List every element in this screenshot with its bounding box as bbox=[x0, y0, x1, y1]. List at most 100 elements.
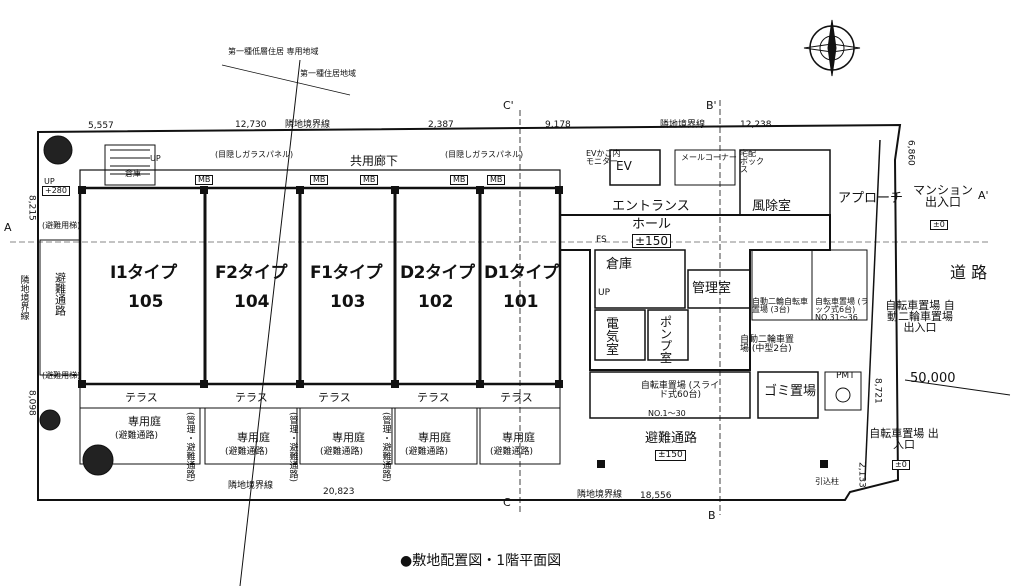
unit-105-type: I1タイプ bbox=[110, 263, 177, 283]
glass-panel-label: (目隠しガラスパネル) bbox=[215, 150, 294, 159]
up-label-stair: UP bbox=[598, 288, 611, 298]
private-garden-note: (避難通路) bbox=[320, 447, 364, 457]
left-evac-path bbox=[39, 239, 81, 376]
unit-103-type: F1タイプ bbox=[310, 263, 382, 283]
section-mark: B bbox=[708, 509, 716, 522]
unit-103-number: 103 bbox=[330, 292, 366, 312]
corridor bbox=[79, 169, 561, 189]
dim-bottom: 18,556 bbox=[640, 491, 672, 501]
mb-label: MB bbox=[360, 175, 379, 185]
dim-right: 2,133 bbox=[856, 462, 867, 488]
section-mark: B' bbox=[706, 99, 717, 112]
ev-monitor-label: EVかご内 モニター bbox=[586, 149, 621, 166]
unit-101-number: 101 bbox=[503, 292, 539, 312]
zone1-label: 第一種低層住居 専用地域 bbox=[228, 47, 319, 56]
evac-stair-label: (避難用梯) bbox=[42, 371, 81, 380]
tree bbox=[82, 444, 114, 476]
terrace-label: テラス bbox=[235, 391, 268, 404]
mb-label: MB bbox=[450, 175, 469, 185]
mgmt-path-note: (管理・避難通路) bbox=[184, 412, 195, 483]
building-outline bbox=[78, 186, 562, 386]
electric-room-label: 電気室 bbox=[606, 317, 620, 358]
private-garden-note: (避難通路) bbox=[405, 447, 449, 457]
dim-top: 12,238 bbox=[740, 120, 772, 130]
private-garden-label: 専用庭 bbox=[128, 415, 161, 428]
bicycle-parking bbox=[589, 371, 751, 419]
warehouse-small-label: 倉庫 bbox=[125, 169, 141, 178]
site-boundary bbox=[37, 123, 902, 501]
glass-panel-label: (目隠しガラスパネル) bbox=[445, 150, 524, 159]
corridor-label: 共用廊下 bbox=[350, 154, 399, 168]
tree bbox=[39, 409, 61, 431]
evac-path-label: 避難通路 bbox=[645, 431, 698, 446]
mgmt-path-note: (管理・避難通路) bbox=[287, 412, 298, 483]
bicycle-parking-label: 自転車置場 (スライド式60台) bbox=[640, 381, 720, 400]
level-0: ±0 bbox=[930, 220, 948, 230]
boundary-left-label: 隣地境界線 bbox=[18, 275, 29, 320]
terrace-label: テラス bbox=[318, 391, 351, 404]
road-width-label: 50,000 bbox=[910, 371, 956, 386]
zoning-line bbox=[239, 59, 301, 586]
unit-104-type: F2タイプ bbox=[215, 263, 287, 283]
pmt-label: PMT bbox=[836, 371, 855, 381]
private-garden-label: 専用庭 bbox=[237, 431, 270, 444]
private-garden-label: 専用庭 bbox=[332, 431, 365, 444]
dim-top: 2,387 bbox=[428, 120, 454, 130]
terrace-label: テラス bbox=[500, 391, 533, 404]
approach-label: アプローチ bbox=[838, 191, 904, 206]
dim-left: 8,215 bbox=[26, 195, 37, 221]
mgmt-path-note: (管理・避難通路) bbox=[380, 412, 391, 483]
bike-rack-label: 自転車置場 (ラック式6台) NO.31〜36 bbox=[815, 297, 869, 322]
zone2-label: 第一種住居地域 bbox=[300, 69, 356, 78]
private-garden-label: 専用庭 bbox=[502, 431, 535, 444]
private-garden-note: (避難通路) bbox=[115, 431, 159, 441]
boundary-bottom-label: 隣地境界線 bbox=[228, 481, 274, 491]
mb-label: MB bbox=[310, 175, 329, 185]
section-mark: A' bbox=[978, 189, 989, 202]
unit-105-number: 105 bbox=[128, 292, 164, 312]
dim-left: 8,098 bbox=[26, 390, 37, 416]
bicycle-no-label: NO.1〜30 bbox=[648, 409, 686, 418]
section-mark: C bbox=[503, 496, 511, 509]
caption: ●敷地配置図・1階平面図 bbox=[400, 553, 562, 569]
boundary-top-label: 隣地境界線 bbox=[285, 120, 331, 130]
section-mark: A bbox=[4, 221, 12, 234]
tree bbox=[43, 135, 73, 165]
hikiko-label: 引込柱 bbox=[815, 477, 839, 486]
mansion-entrance-label: マンション 出入口 bbox=[912, 183, 973, 209]
road-label: 道 路 bbox=[950, 263, 988, 282]
bike-3-label: 自動二輪自転車置場 (3台) bbox=[752, 297, 808, 314]
up-label-left: UP bbox=[44, 177, 55, 186]
management-room-label: 管理室 bbox=[692, 281, 732, 296]
mail-corner-label: メールコーナー bbox=[681, 153, 737, 162]
unit-101-type: D1タイプ bbox=[484, 263, 559, 283]
hall-label: ホール bbox=[632, 217, 672, 232]
entrance-label: エントランス bbox=[612, 199, 690, 214]
level-0-bottom: ±0 bbox=[892, 460, 910, 470]
boundary-bottom-label: 隣地境界線 bbox=[577, 490, 623, 500]
private-garden-label: 専用庭 bbox=[418, 431, 451, 444]
boundary-top-label: 隣地境界線 bbox=[660, 120, 706, 130]
dim-right: 6,860 bbox=[905, 140, 916, 166]
bike-entrance-bottom-label: 自転車置場 出入口 bbox=[869, 427, 939, 451]
terrace-label: テラス bbox=[125, 391, 158, 404]
level-150-path: ±150 bbox=[655, 450, 686, 461]
private-garden-note: (避難通路) bbox=[225, 447, 269, 457]
terrace-label: テラス bbox=[417, 391, 450, 404]
trash-label: ゴミ置場 bbox=[764, 384, 817, 399]
delivery-box-label: 宅配 ボックス bbox=[740, 149, 764, 174]
storage-label: 倉庫 bbox=[606, 257, 633, 272]
ev-label: EV bbox=[616, 159, 632, 173]
entrance-hall bbox=[560, 214, 831, 371]
level-150-hall: ±150 bbox=[632, 234, 671, 248]
evac-stair-label: (避難用梯) bbox=[42, 221, 81, 230]
dim-top: 12,730 bbox=[235, 120, 267, 130]
left-evac-path-label: 避難通路 bbox=[53, 272, 67, 316]
private-garden-note: (避難通路) bbox=[490, 447, 534, 457]
level-280: +280 bbox=[42, 186, 70, 196]
dim-right: 8,721 bbox=[872, 378, 883, 404]
dim-top: 5,557 bbox=[88, 121, 114, 131]
unit-102-type: D2タイプ bbox=[400, 263, 475, 283]
mb-label: MB bbox=[487, 175, 506, 185]
